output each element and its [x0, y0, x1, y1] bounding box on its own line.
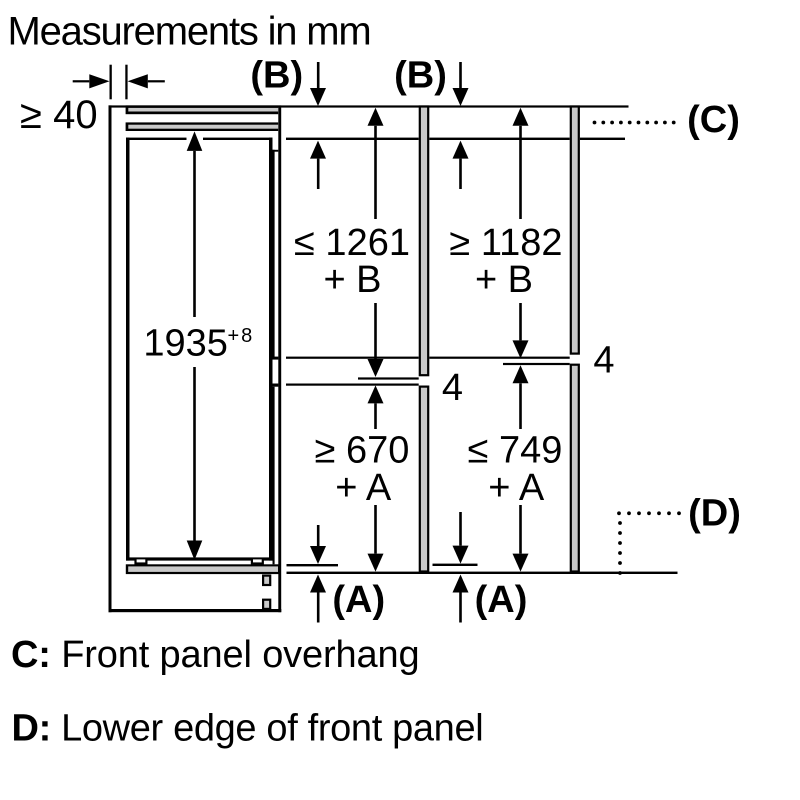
svg-text:≥ 40: ≥ 40	[20, 93, 98, 137]
svg-text:C: Front panel overhang: C: Front panel overhang	[11, 634, 419, 676]
svg-text:≥ 1182: ≥ 1182	[449, 222, 562, 264]
svg-text:+ A: + A	[488, 467, 545, 509]
svg-text:+ B: + B	[323, 259, 381, 301]
svg-text:≤ 1261: ≤ 1261	[294, 222, 410, 264]
svg-text:1935: 1935	[143, 322, 228, 364]
svg-text:4: 4	[442, 367, 463, 409]
svg-text:(D): (D)	[688, 493, 741, 535]
svg-text:Measurements in mm: Measurements in mm	[8, 10, 371, 54]
svg-text:≥ 670: ≥ 670	[315, 429, 410, 471]
svg-text:+ A: + A	[335, 467, 392, 509]
svg-text:(C): (C)	[687, 99, 740, 141]
svg-text:+8: +8	[228, 325, 255, 347]
svg-text:4: 4	[593, 340, 614, 382]
svg-text:D: Lower edge of front panel: D: Lower edge of front panel	[12, 707, 484, 749]
svg-text:(B): (B)	[394, 55, 447, 97]
svg-text:(A): (A)	[332, 579, 385, 621]
svg-text:+ B: + B	[475, 259, 533, 301]
svg-text:(A): (A)	[475, 579, 528, 621]
svg-text:(B): (B)	[250, 55, 303, 97]
svg-text:≤ 749: ≤ 749	[468, 429, 563, 471]
